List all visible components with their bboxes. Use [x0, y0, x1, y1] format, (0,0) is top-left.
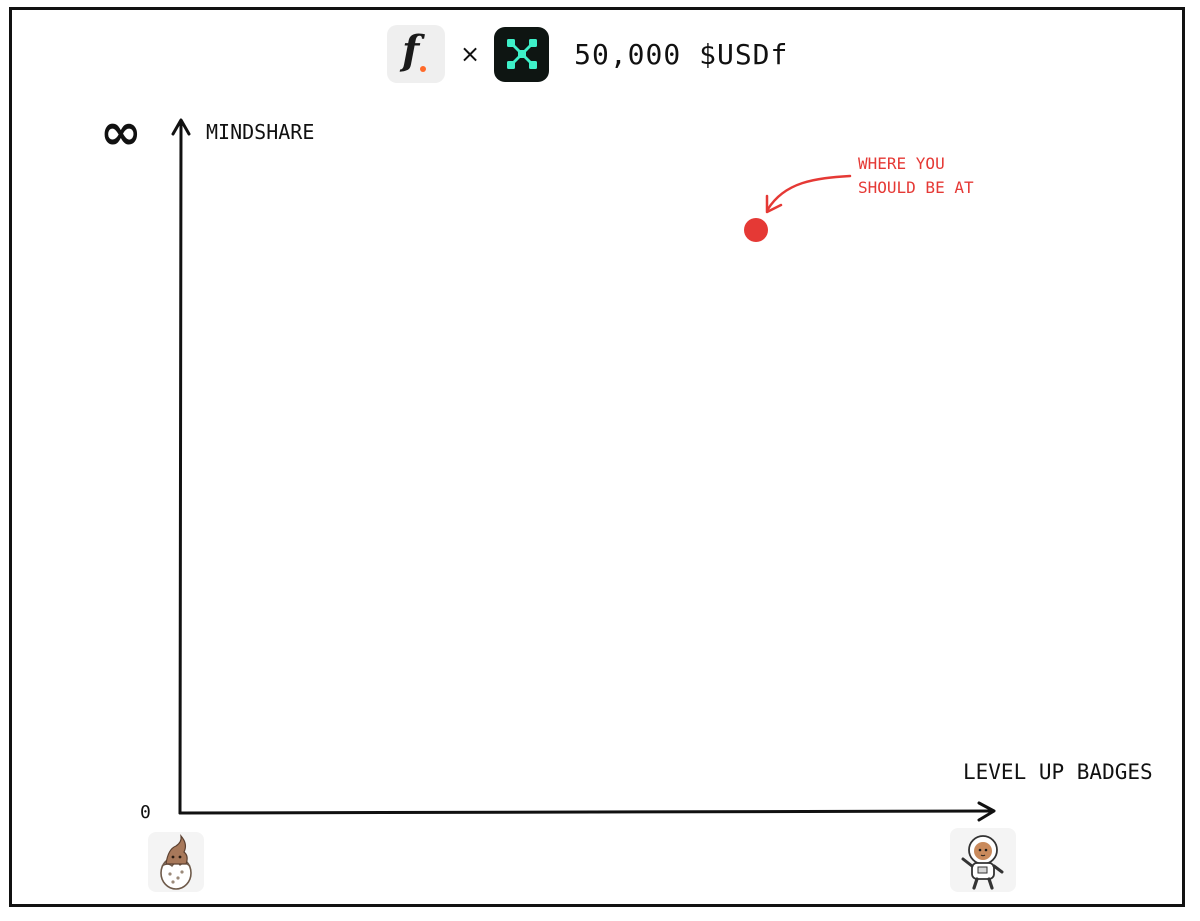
- target-point: [744, 218, 768, 242]
- annotation-line-2: SHOULD BE AT: [858, 178, 974, 197]
- prize-amount: 50,000 $USDf: [574, 37, 789, 71]
- annotation-line-1: WHERE YOU: [858, 154, 945, 173]
- annotation-arrowhead: [765, 194, 783, 214]
- origin-label: 0: [140, 802, 151, 823]
- astronaut-badge-icon: [950, 828, 1016, 892]
- x-axis-arrowhead: [977, 801, 996, 822]
- header: f × 50,000 $USDf: [387, 25, 788, 83]
- y-axis-line: [178, 120, 183, 815]
- y-axis-arrowhead: [171, 118, 191, 136]
- x-axis-label: LEVEL UP BADGES: [963, 760, 1153, 784]
- infinity-symbol: ∞: [100, 103, 142, 161]
- f-logo-dot: [420, 66, 426, 72]
- annotation-arrow: [766, 174, 852, 211]
- y-axis-label: MINDSHARE: [206, 120, 315, 144]
- x-logo-icon: [494, 26, 550, 82]
- x-axis-line: [178, 809, 994, 815]
- egg-badge-icon: [148, 832, 204, 892]
- diagram-frame: [9, 7, 1185, 907]
- f-logo-glyph: f: [402, 27, 420, 74]
- falcon-f-logo-icon: f: [387, 25, 445, 83]
- times-sign: ×: [460, 40, 481, 68]
